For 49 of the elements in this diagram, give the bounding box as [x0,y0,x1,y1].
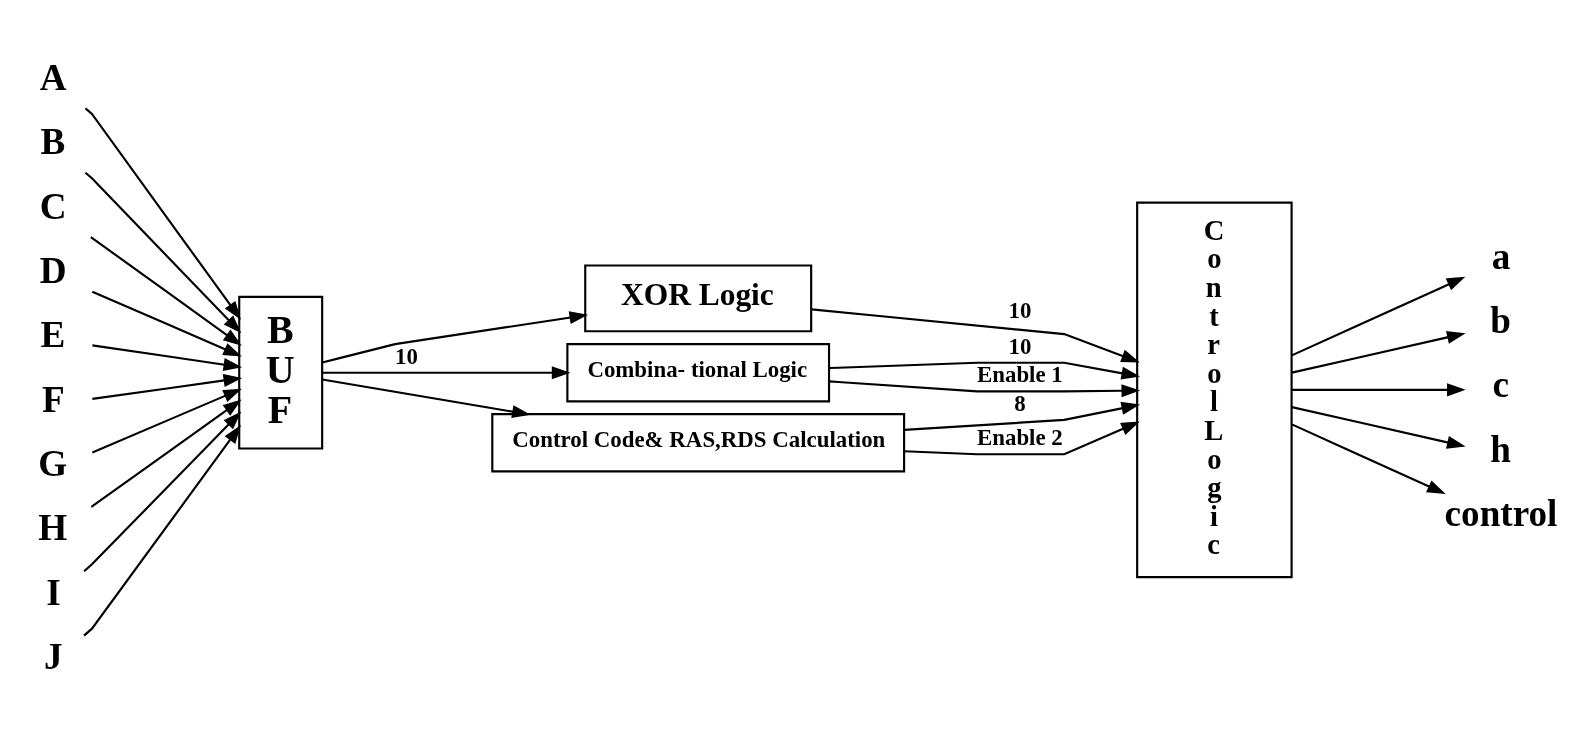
arrow [83,411,242,573]
arrow [90,399,242,508]
node-text: A [39,57,67,99]
arrow [1291,383,1466,397]
node-text: J [44,636,63,678]
edge-label: Enable 1 [977,362,1063,388]
node-box: Combina- tional Logic [566,343,831,403]
node-text: E [40,314,66,356]
node-text: F [41,378,65,420]
node-box: B U F [238,295,324,450]
node-text: C [39,185,67,227]
arrow [91,388,242,454]
node-box: C o n t r o l L o g i c [1136,201,1293,579]
arrow [84,171,242,334]
arrow [92,374,243,400]
edge-label: 10 [1008,298,1032,324]
node-text: h [1490,428,1512,470]
node-text: a [1491,235,1511,277]
node-text: control [1444,493,1558,535]
arrow [1291,406,1466,449]
arrow [1291,331,1466,374]
node-text: I [46,571,61,613]
arrow [322,366,571,380]
node-text: B [40,121,66,163]
arrow [92,344,243,371]
arrow [1291,276,1466,357]
node-text: H [38,507,68,549]
edge-label: 10 [395,343,418,369]
edge-label: 10 [1008,333,1032,359]
node-text: G [38,443,68,485]
edge-label: 8 [1014,391,1026,417]
arrow [84,107,241,320]
arrow [90,236,242,346]
arrow [1291,423,1446,495]
node-text: b [1490,300,1512,342]
edge-label: Enable 2 [977,425,1063,451]
arrow [322,311,589,364]
arrow [904,401,1141,431]
arrow [829,361,1141,380]
arrow [91,290,242,357]
arrow [904,421,1140,456]
arrow [811,308,1140,363]
node-text: D [39,250,67,292]
node-text: c [1492,364,1509,406]
node-box: XOR Logic [584,264,813,333]
node-box: Control Code& RAS,RDS Calculation [491,413,906,473]
arrow [829,380,1141,398]
arrow [322,378,531,419]
arrow [83,425,241,637]
